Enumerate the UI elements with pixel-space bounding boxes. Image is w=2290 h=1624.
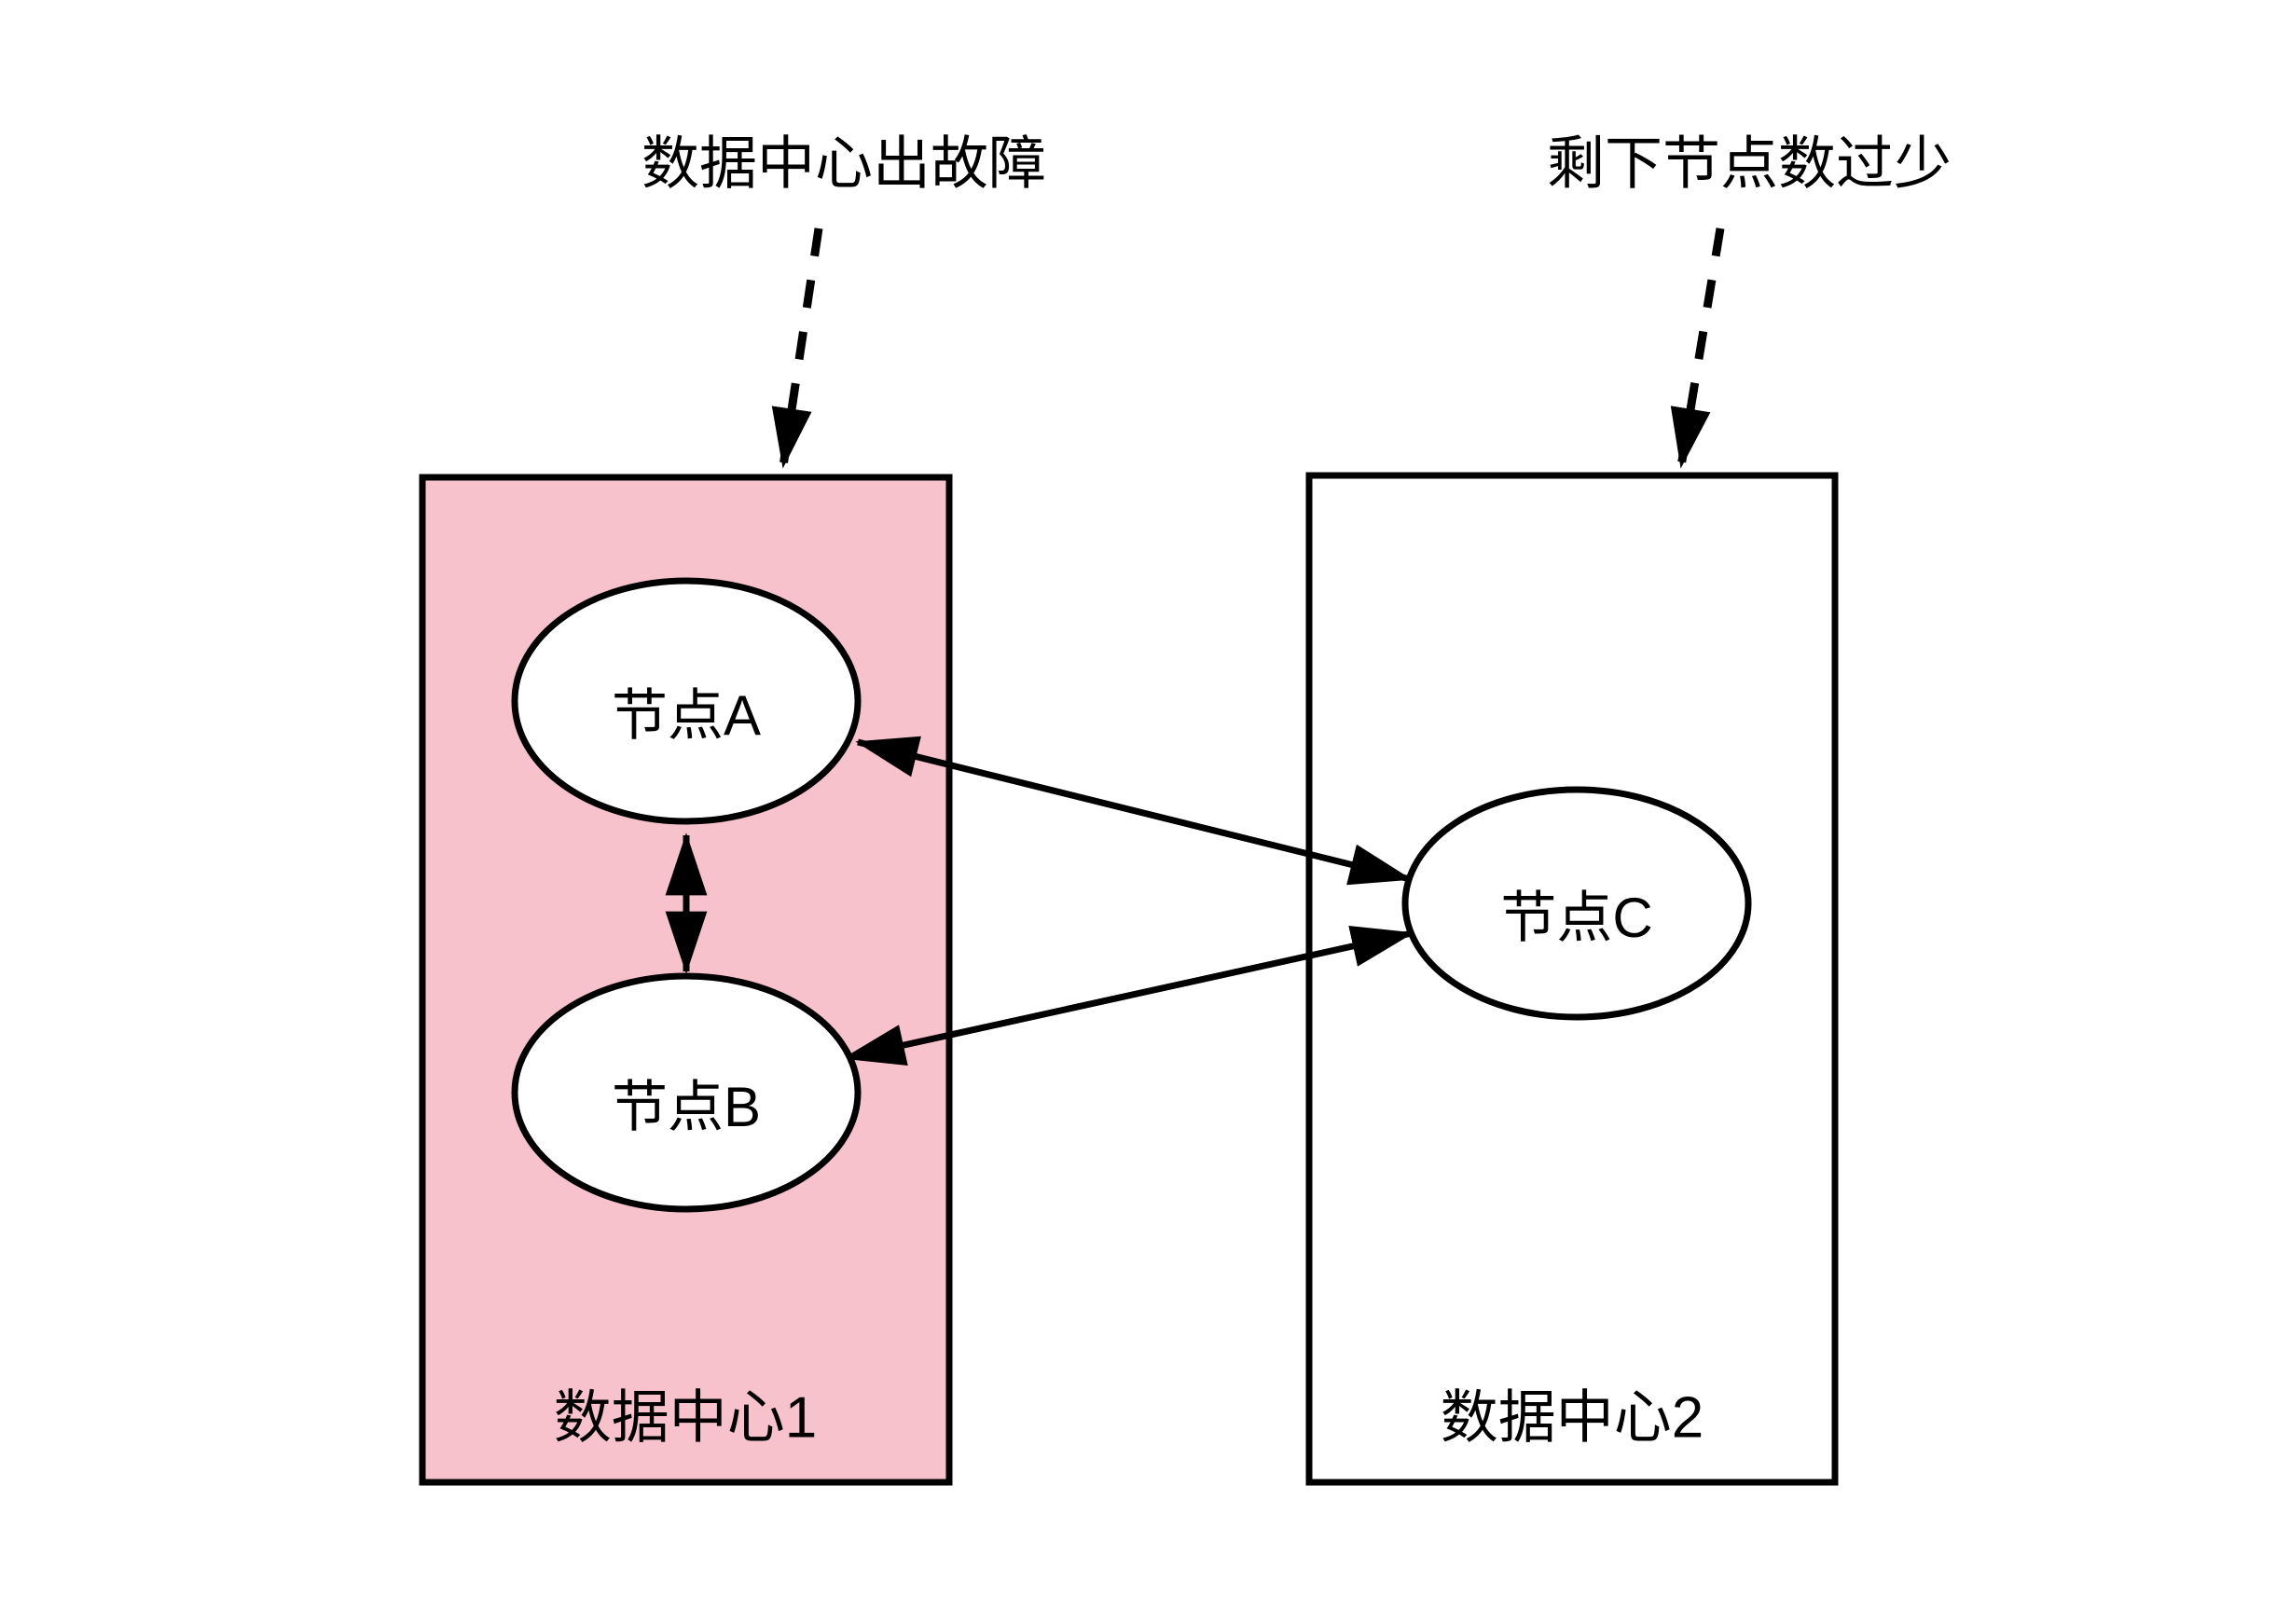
node-b-ellipse[interactable] — [511, 972, 862, 1213]
link-node-b-node-c — [842, 925, 1414, 1067]
annotation-too-few-nodes-arrow — [1670, 227, 1725, 469]
annotation-dc-failure-arrow — [771, 227, 823, 469]
link-node-a-node-c — [855, 736, 1413, 886]
node-a-ellipse[interactable] — [511, 577, 862, 825]
datacenter-2-label: 数据中心2 — [1441, 1385, 1704, 1450]
node-b-label: 节点B — [612, 1076, 761, 1138]
node-a-label: 节点A — [612, 684, 761, 747]
node-c-label: 节点C — [1500, 887, 1652, 949]
annotation-dc-failure-label: 数据中心出故障 — [641, 131, 1046, 196]
node-c-ellipse[interactable] — [1401, 786, 1752, 1021]
annotation-too-few-nodes-label: 剩下节点数过少 — [1547, 131, 1952, 196]
datacenter-1-label: 数据中心1 — [554, 1385, 817, 1450]
